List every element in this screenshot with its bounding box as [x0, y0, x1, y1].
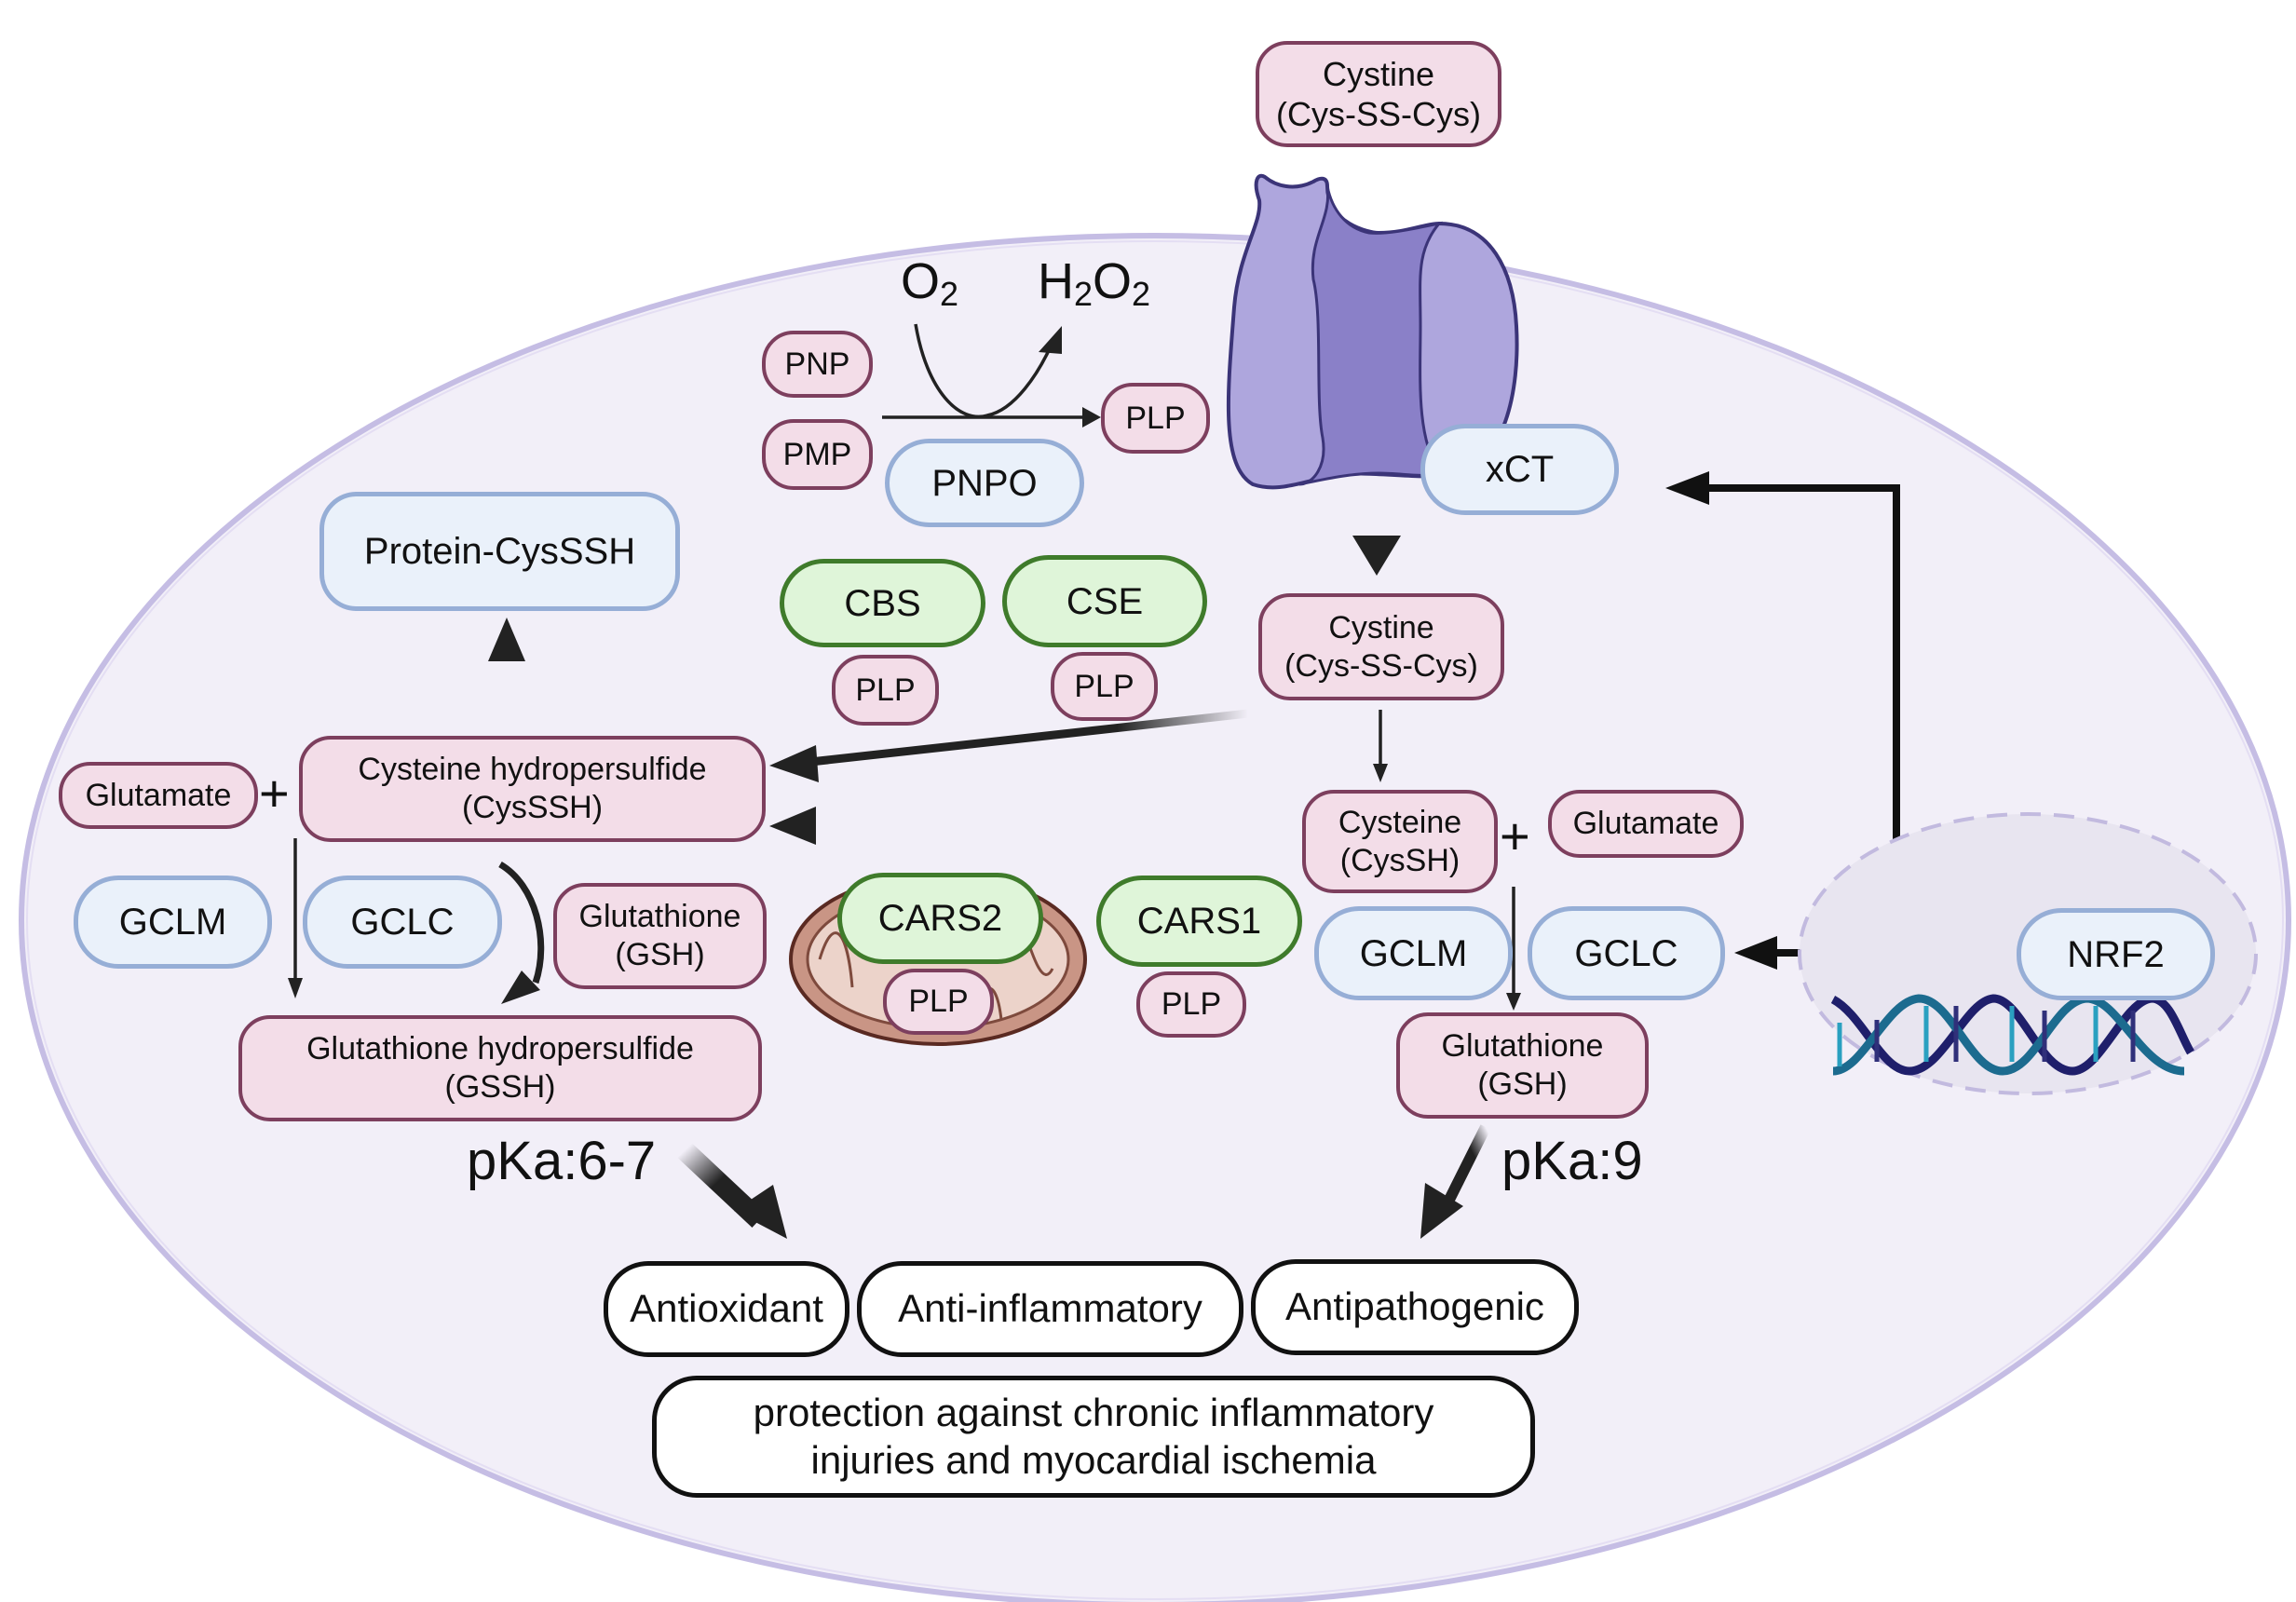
left-gclc-label: GCLC [350, 902, 455, 943]
protection-line2: injuries and myocardial ischemia [810, 1437, 1377, 1482]
cars2-plp-label: PLP [908, 984, 969, 1020]
protein-cysssh[interactable]: Protein-CysSSH [319, 492, 680, 611]
right-gclm-enzyme[interactable]: GCLM [1314, 906, 1513, 1000]
right-gclc-label: GCLC [1574, 932, 1678, 974]
cysssh-metabolite[interactable]: Cysteine hydropersulfide (CysSSH) [299, 736, 766, 842]
cars1-label: CARS1 [1136, 901, 1262, 942]
left-gsh-abbrev: (GSH) [615, 937, 705, 972]
pnpo-label: PNPO [931, 462, 1038, 504]
pmp-label: PMP [782, 436, 852, 472]
nrf2-factor[interactable]: NRF2 [2017, 908, 2215, 1000]
pmp-metabolite[interactable]: PMP [762, 419, 873, 490]
gsh-outcome-arrow [1443, 1124, 1491, 1204]
pnp-metabolite[interactable]: PNP [762, 331, 873, 398]
protein-cysssh-label: Protein-CysSSH [363, 531, 636, 572]
xct-transporter[interactable]: xCT [1420, 424, 1619, 515]
xct-label: xCT [1485, 449, 1555, 490]
right-gsh-abbrev: (GSH) [1477, 1066, 1568, 1102]
left-gsh-metabolite[interactable]: Glutathione (GSH) [553, 883, 767, 989]
antioxidant-label: Antioxidant [630, 1286, 823, 1331]
cars2-label: CARS2 [877, 898, 1003, 939]
cbs-plp-cofactor[interactable]: PLP [832, 655, 939, 726]
anti-inflammatory-label: Anti-inflammatory [898, 1286, 1202, 1331]
outcome-antipathogenic[interactable]: Antipathogenic [1251, 1259, 1579, 1355]
intracellular-cystine-name: Cystine [1328, 609, 1434, 645]
left-gsh-name: Glutathione [578, 899, 741, 935]
cysssh-name: Cysteine hydropersulfide [358, 752, 707, 788]
outcome-anti-inflammatory[interactable]: Anti-inflammatory [857, 1261, 1243, 1357]
right-gsh-metabolite[interactable]: Glutathione (GSH) [1396, 1012, 1649, 1119]
cars1-enzyme[interactable]: CARS1 [1096, 876, 1302, 967]
cse-plp-label: PLP [1074, 668, 1134, 704]
antipathogenic-label: Antipathogenic [1285, 1284, 1544, 1329]
cse-enzyme[interactable]: CSE [1002, 555, 1207, 647]
h2o2-label: H2O2 [1038, 253, 1151, 313]
outcome-protection[interactable]: protection against chronic inflammatory … [652, 1376, 1535, 1498]
o2-label: O2 [901, 253, 959, 313]
o2-curve-arrow [914, 323, 1053, 419]
cysteine-metabolite[interactable]: Cysteine (CysSH) [1302, 790, 1498, 893]
plp-product[interactable]: PLP [1101, 383, 1210, 454]
cysteine-name: Cysteine [1338, 804, 1462, 840]
right-gclc-enzyme[interactable]: GCLC [1528, 906, 1725, 1000]
cbs-plp-label: PLP [855, 672, 916, 708]
left-gclm-label: GCLM [118, 902, 227, 943]
plp-product-label: PLP [1125, 400, 1186, 436]
cysssh-abbrev: (CysSSH) [461, 790, 604, 825]
gsh-pka-label: pKa:9 [1501, 1131, 1643, 1191]
right-gclm-label: GCLM [1359, 932, 1468, 974]
nrf2-to-xct-arrow [1705, 484, 1900, 976]
cystine-to-cysssh-arrow [809, 709, 1249, 767]
cbs-enzyme[interactable]: CBS [780, 559, 985, 647]
left-plus-sign: + [259, 764, 290, 822]
left-glutamate-label: Glutamate [85, 777, 232, 813]
cars2-enzyme[interactable]: CARS2 [837, 873, 1043, 964]
cysteine-abbrev: (CysSH) [1339, 842, 1460, 878]
cars1-plp-label: PLP [1161, 986, 1222, 1023]
cse-label: CSE [1066, 580, 1144, 622]
left-gclc-enzyme[interactable]: GCLC [303, 876, 502, 969]
right-glutamate[interactable]: Glutamate [1548, 790, 1744, 858]
extracellular-cystine-name: Cystine [1322, 54, 1435, 93]
gssh-abbrev: (GSSH) [444, 1069, 556, 1105]
gssh-metabolite[interactable]: Glutathione hydropersulfide (GSSH) [238, 1015, 762, 1121]
extracellular-cystine-formula: (Cys-SS-Cys) [1276, 95, 1481, 133]
nrf2-label: NRF2 [2067, 933, 2165, 975]
pnpo-enzyme[interactable]: PNPO [885, 439, 1084, 527]
pnp-label: PNP [784, 346, 850, 382]
gsh-to-gssh-curve-arrow [498, 861, 545, 984]
outcome-antioxidant[interactable]: Antioxidant [604, 1261, 849, 1357]
cbs-label: CBS [844, 582, 921, 624]
cars1-plp-cofactor[interactable]: PLP [1136, 971, 1246, 1038]
right-plus-sign: + [1500, 807, 1530, 865]
intracellular-cystine-formula: (Cys-SS-Cys) [1284, 647, 1478, 684]
cse-plp-cofactor[interactable]: PLP [1051, 652, 1158, 721]
right-glutamate-label: Glutamate [1572, 806, 1719, 842]
cars2-plp-cofactor[interactable]: PLP [883, 969, 994, 1035]
gssh-name: Glutathione hydropersulfide [306, 1031, 694, 1067]
right-gsh-name: Glutathione [1441, 1028, 1604, 1065]
left-gclm-enzyme[interactable]: GCLM [74, 876, 272, 969]
left-glutamate[interactable]: Glutamate [59, 762, 258, 829]
gssh-pka-label: pKa:6-7 [467, 1131, 657, 1191]
extracellular-cystine[interactable]: Cystine (Cys-SS-Cys) [1256, 41, 1501, 147]
protection-line1: protection against chronic inflammatory [753, 1391, 1434, 1435]
intracellular-cystine[interactable]: Cystine (Cys-SS-Cys) [1258, 593, 1504, 700]
